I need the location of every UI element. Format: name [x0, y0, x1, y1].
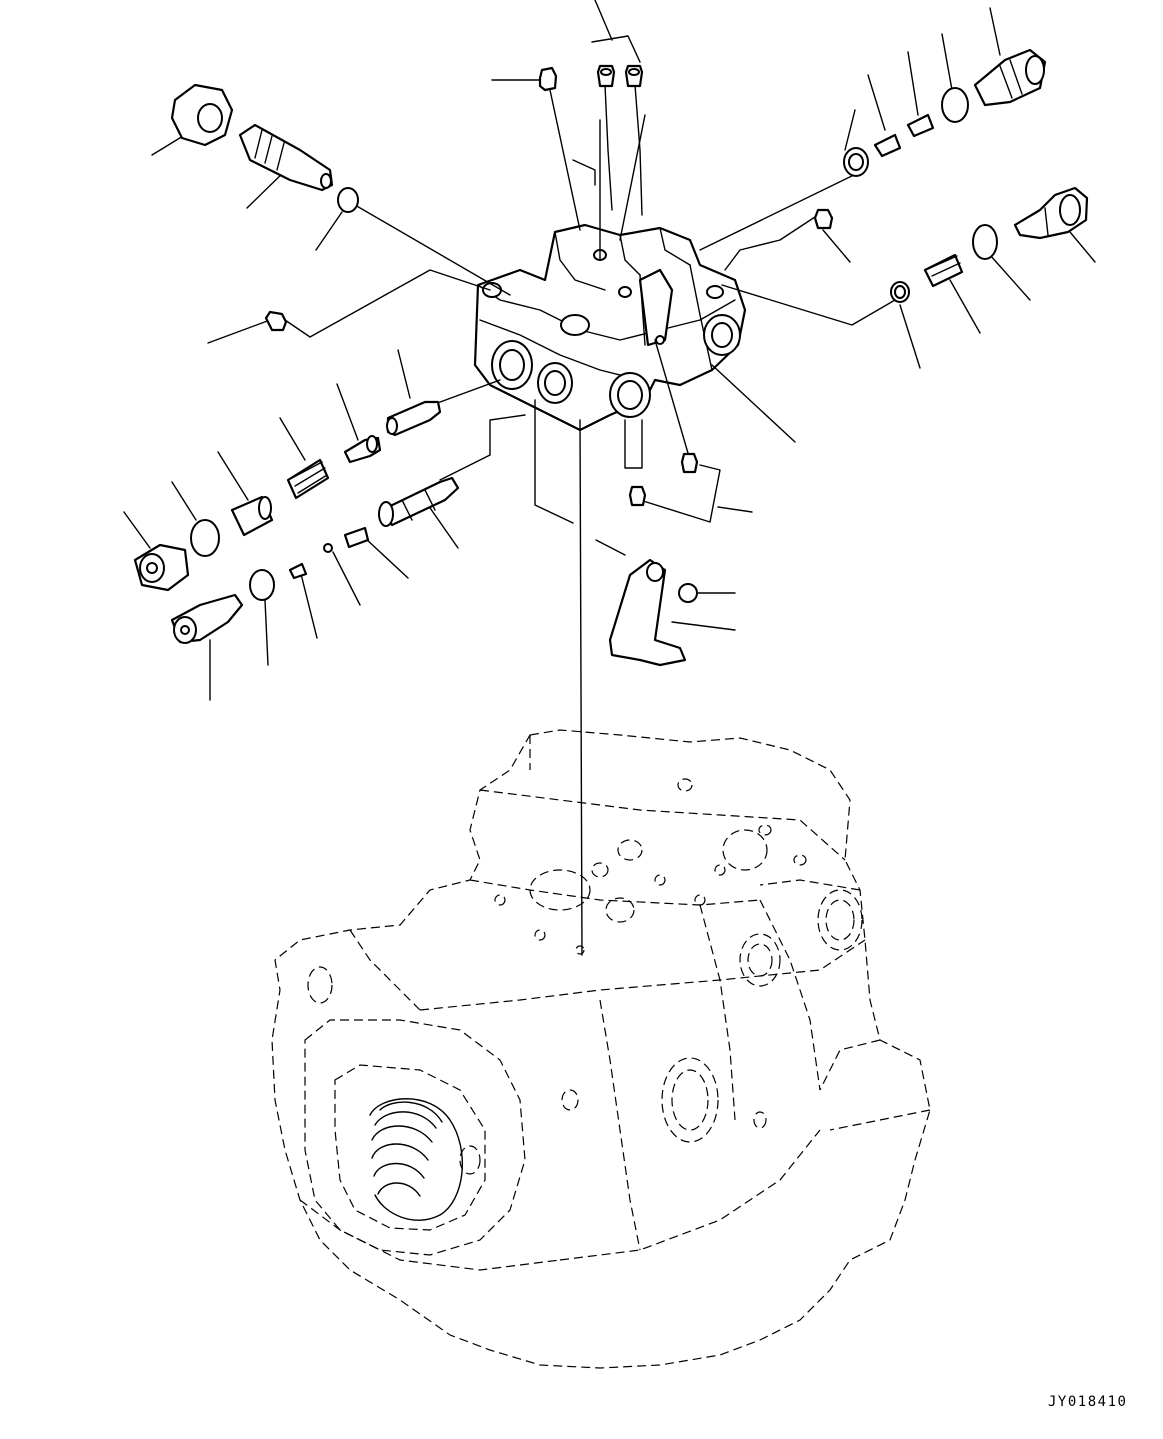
hex-plug-stem: [170, 593, 244, 644]
relief-valve-right: [1013, 186, 1089, 240]
sleeve: [230, 495, 274, 537]
spool-small: [386, 400, 442, 437]
adjusting-stem: [238, 123, 334, 192]
plug-left: [264, 310, 288, 332]
ball: [323, 543, 333, 553]
o-ring-top-right: [941, 87, 969, 123]
washer-ring: [843, 147, 869, 177]
valve-block: [473, 223, 747, 432]
o-ring-left-low: [249, 569, 275, 601]
piston-pin: [343, 435, 382, 464]
spring-left: [286, 458, 330, 500]
nut-top-2: [596, 64, 616, 88]
plug-center-1: [680, 452, 699, 474]
spool-large: [378, 476, 460, 527]
plug-center-2: [628, 485, 647, 507]
set-screw: [288, 562, 308, 580]
nut-top-3: [624, 64, 644, 88]
seat-right: [890, 281, 910, 303]
pin-sleeve: [678, 583, 698, 603]
plug-right: [813, 208, 834, 230]
o-ring-left-mid: [190, 519, 220, 557]
relief-valve-top: [973, 48, 1047, 107]
pump-body-outline: [271, 729, 931, 1369]
spring-right: [923, 253, 964, 288]
drawing-code: JY018410: [1048, 1394, 1128, 1410]
leader-lines: [123, 0, 1096, 956]
hex-plug-left: [133, 543, 190, 592]
o-ring-left-top: [337, 187, 359, 213]
spring-top-2: [906, 113, 935, 138]
o-ring-right: [972, 224, 998, 260]
lever-arm: [608, 558, 687, 667]
cap-nut: [170, 83, 234, 147]
plug-top-1: [538, 66, 558, 92]
spring-small: [343, 526, 370, 549]
spring-top-1: [873, 133, 902, 158]
